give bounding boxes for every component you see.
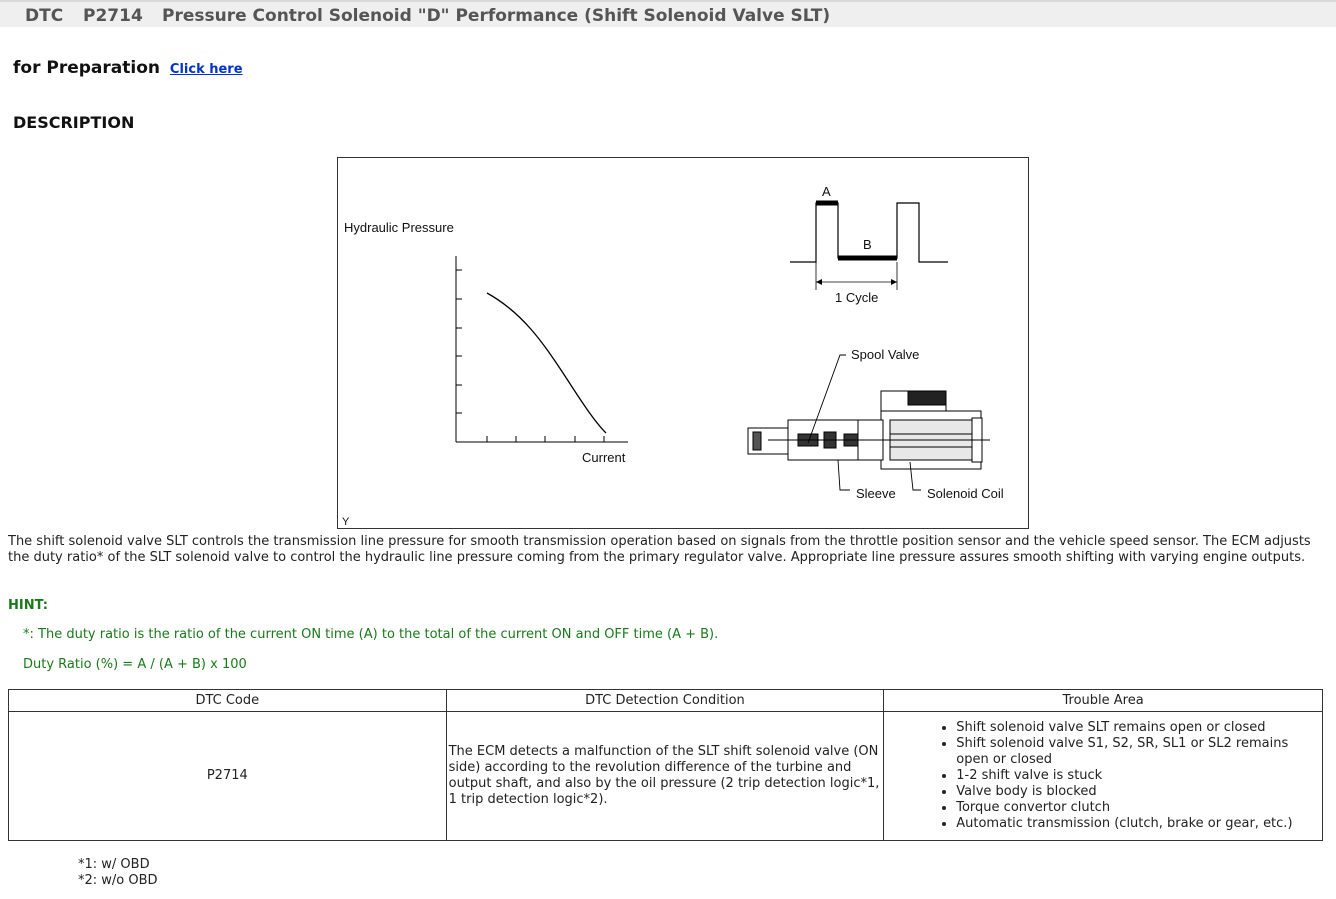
- dtc-label: DTC: [25, 6, 64, 26]
- list-item: Shift solenoid valve SLT remains open or…: [956, 720, 1320, 736]
- figure-illustration: Hydraulic Pressure Current: [342, 184, 1004, 528]
- hint-line-2: Duty Ratio (%) = A / (A + B) x 100: [23, 657, 247, 672]
- preparation-link[interactable]: Click here: [169, 62, 243, 77]
- sleeve-label: Sleeve: [856, 486, 896, 501]
- list-item: Shift solenoid valve S1, S2, SR, SL1 or …: [956, 736, 1320, 768]
- graph-xlabel: Current: [582, 450, 626, 465]
- table-header-row: DTC Code DTC Detection Condition Trouble…: [8, 689, 1323, 712]
- duty-cycle-waveform: [790, 200, 948, 290]
- description-figure: Hydraulic Pressure Current: [337, 157, 1029, 529]
- column-header-detection-condition: DTC Detection Condition: [445, 689, 885, 712]
- list-item: 1-2 shift valve is stuck: [956, 768, 1320, 784]
- footnote-1: *1: w/ OBD: [78, 857, 150, 872]
- hint-line-1: *: The duty ratio is the ratio of the cu…: [23, 627, 719, 642]
- list-item: Torque convertor clutch: [956, 800, 1320, 816]
- dtc-table: DTC Code DTC Detection Condition Trouble…: [8, 689, 1323, 841]
- description-text: The shift solenoid valve SLT controls th…: [8, 534, 1311, 565]
- list-item: Automatic transmission (clutch, brake or…: [956, 816, 1320, 832]
- graph-axes: [455, 256, 628, 443]
- footnote-2: *2: w/o OBD: [78, 873, 158, 888]
- header-bar: DTC P2714 Pressure Control Solenoid "D" …: [0, 0, 1336, 27]
- spool-valve-label: Spool Valve: [851, 347, 919, 362]
- label-b: B: [863, 237, 872, 252]
- callout-lines: [807, 354, 921, 491]
- section-title: DESCRIPTION: [13, 113, 135, 132]
- graph-ylabel: Hydraulic Pressure: [344, 220, 454, 235]
- corner-mark: Y: [342, 516, 350, 528]
- column-header-dtc-code: DTC Code: [8, 689, 447, 712]
- label-a: A: [822, 184, 831, 199]
- preparation-line: for Preparation Click here: [13, 58, 243, 78]
- cell-detection-condition: The ECM detects a malfunction of the SLT…: [445, 711, 885, 841]
- cycle-label: 1 Cycle: [835, 290, 878, 305]
- preparation-label: for Preparation: [13, 58, 160, 78]
- solenoid-coil-label: Solenoid Coil: [927, 486, 1004, 501]
- cell-dtc-code: P2714: [8, 711, 447, 841]
- page-title: Pressure Control Solenoid "D" Performanc…: [162, 6, 831, 26]
- column-header-trouble-area: Trouble Area: [883, 689, 1323, 712]
- pressure-curve: [486, 292, 607, 434]
- list-item: Valve body is blocked: [956, 784, 1320, 800]
- hint-label: HINT:: [8, 598, 48, 613]
- cell-trouble-area: Shift solenoid valve SLT remains open or…: [883, 711, 1323, 841]
- dtc-code: P2714: [83, 6, 143, 26]
- trouble-area-list: Shift solenoid valve SLT remains open or…: [886, 720, 1320, 832]
- solenoid-valve-drawing: [747, 390, 990, 470]
- table-row: P2714 The ECM detects a malfunction of t…: [8, 711, 1323, 841]
